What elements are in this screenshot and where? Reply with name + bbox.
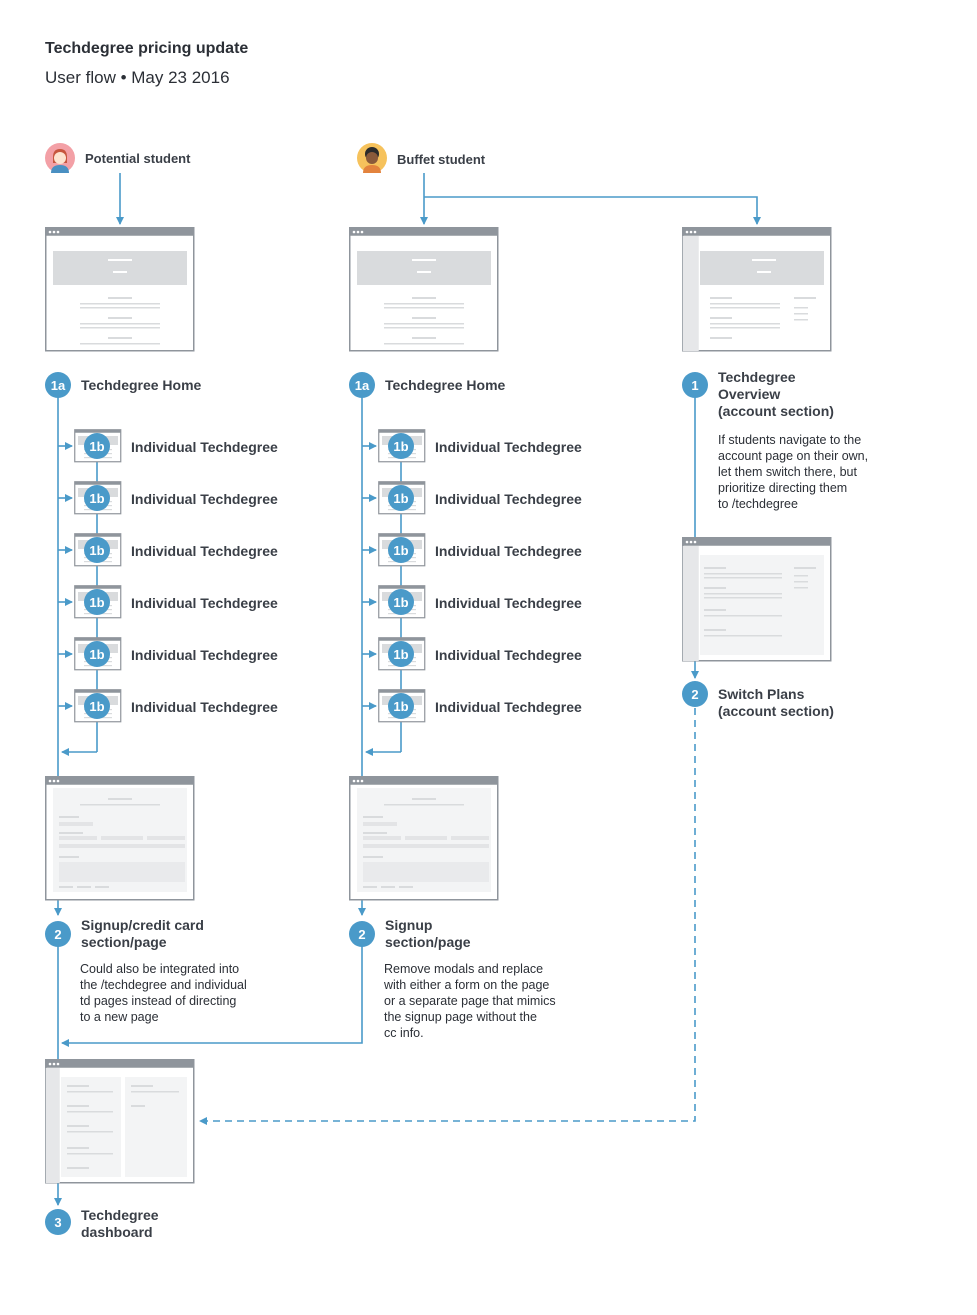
step-label-signup-col2: Signup section/page <box>385 917 471 950</box>
step-badge-1a-col2: 1a <box>349 372 375 398</box>
step-badge-1b: 1b <box>84 433 110 459</box>
wireframe-signup-col2 <box>349 776 501 907</box>
individual-techdegree-label: Individual Techdegree <box>131 439 278 455</box>
step-badge-1b: 1b <box>84 485 110 511</box>
step-badge-1b: 1b <box>388 485 414 511</box>
individual-techdegree-label: Individual Techdegree <box>435 647 582 663</box>
step-badge-3-dashboard: 3 <box>45 1209 71 1235</box>
individual-techdegree-label: Individual Techdegree <box>131 543 278 559</box>
note-overview: If students navigate to the account page… <box>718 433 869 511</box>
note-signup-col1: Could also be integrated into the /techd… <box>80 962 247 1024</box>
step-badge-1-overview: 1 <box>682 372 708 398</box>
step-badge-1b: 1b <box>388 537 414 563</box>
step-badge-1b: 1b <box>84 537 110 563</box>
buffet-student-label: Buffet student <box>397 152 486 167</box>
individual-techdegree-label: Individual Techdegree <box>131 699 278 715</box>
wireframe-home-col1 <box>45 227 197 358</box>
individual-techdegree-label: Individual Techdegree <box>131 491 278 507</box>
individual-techdegree-label: Individual Techdegree <box>435 595 582 611</box>
step-badge-1b: 1b <box>84 693 110 719</box>
step-badge-2-col2: 2 <box>349 921 375 947</box>
step-badge-1b: 1b <box>388 589 414 615</box>
connector-buffet-to-overview <box>424 196 761 225</box>
connector-col2-to-dashboard <box>61 945 363 1047</box>
potential-student-label: Potential student <box>85 151 191 166</box>
step-label-home-col2: Techdegree Home <box>385 377 506 393</box>
step-badge-1b: 1b <box>388 693 414 719</box>
step-label-home-col1: Techdegree Home <box>81 377 202 393</box>
individual-techdegree-label: Individual Techdegree <box>435 699 582 715</box>
step-label-dashboard: Techdegree dashboard <box>81 1207 159 1240</box>
connector-switch-to-dashboard <box>199 708 696 1125</box>
step-label-switch: Switch Plans (account section) <box>718 686 834 719</box>
diagram-subtitle: User flow • May 23 2016 <box>45 68 230 87</box>
wireframe-home-col2 <box>349 227 501 358</box>
wireframe-signup-col1 <box>45 776 197 907</box>
step-badge-1b: 1b <box>388 433 414 459</box>
wireframe-dashboard <box>45 1059 197 1190</box>
buffet-student-avatar <box>357 143 387 173</box>
step-badge-1a-col1: 1a <box>45 372 71 398</box>
individual-techdegree-label: Individual Techdegree <box>131 647 278 663</box>
step-badge-1b: 1b <box>388 641 414 667</box>
step-badge-1b: 1b <box>84 589 110 615</box>
note-signup-col2: Remove modals and replace with either a … <box>384 962 556 1040</box>
step-label-overview: Techdegree Overview (account section) <box>718 369 834 419</box>
step-label-signup-col1: Signup/credit card section/page <box>81 917 204 950</box>
step-badge-2-switch: 2 <box>682 681 708 707</box>
individual-techdegree-label: Individual Techdegree <box>435 439 582 455</box>
wireframe-switch-plans <box>682 537 834 668</box>
step-badge-2-col1: 2 <box>45 921 71 947</box>
individual-techdegree-label: Individual Techdegree <box>435 491 582 507</box>
individual-techdegree-label: Individual Techdegree <box>435 543 582 559</box>
potential-student-avatar <box>45 143 75 173</box>
wireframe-overview <box>682 227 834 358</box>
diagram-title: Techdegree pricing update <box>45 40 249 57</box>
individual-techdegree-label: Individual Techdegree <box>131 595 278 611</box>
step-badge-1b: 1b <box>84 641 110 667</box>
